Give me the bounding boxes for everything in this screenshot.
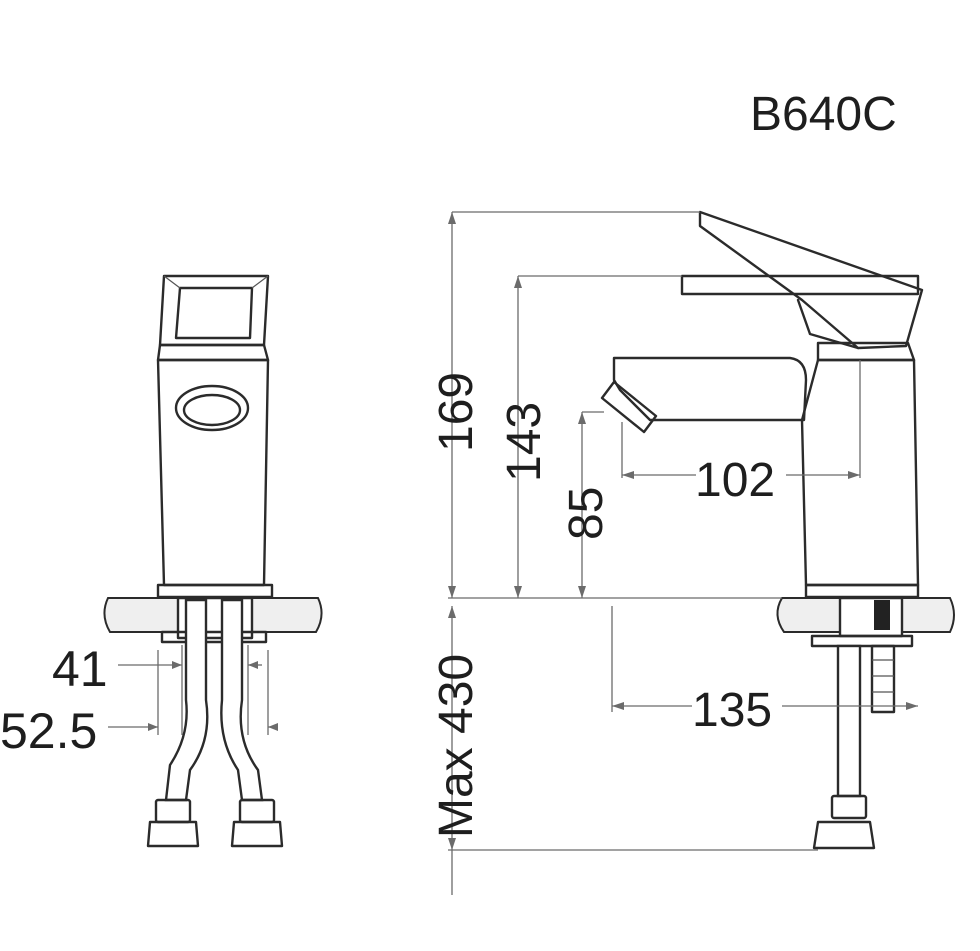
side-dimensions — [448, 211, 918, 895]
dim-135-label: 135 — [692, 684, 772, 737]
dim-85-label: 85 — [560, 487, 613, 540]
hose-spacing-outer-label: 52.5 — [0, 703, 97, 759]
model-label: B640C — [750, 88, 897, 141]
dim-102-label: 102 — [695, 454, 775, 507]
dim-169-label: 169 — [430, 372, 483, 452]
front-view — [103, 274, 323, 848]
dim-max-430-label: Max 430 — [430, 654, 483, 838]
side-view — [600, 210, 955, 850]
dim-143-label: 143 — [498, 402, 551, 482]
hose-spacing-inner-label: 41 — [52, 641, 108, 697]
